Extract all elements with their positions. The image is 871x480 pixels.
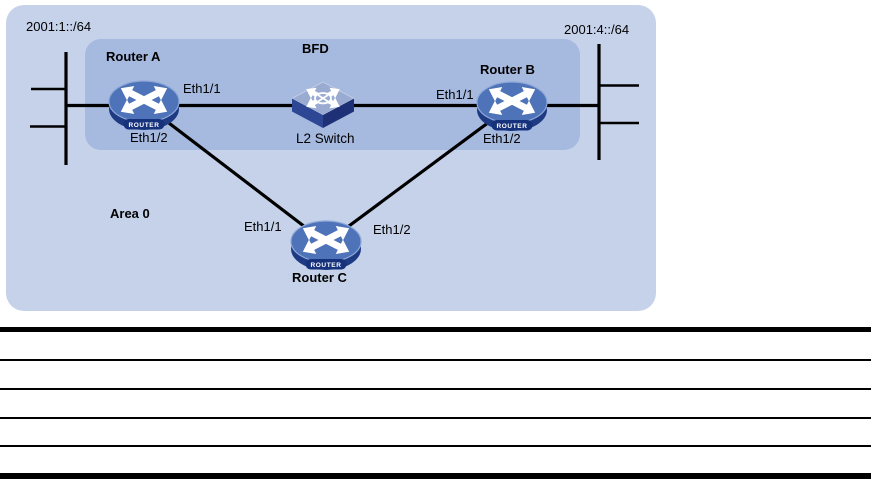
- table-bottom-border: [0, 473, 871, 479]
- area0-label: Area 0: [110, 206, 150, 221]
- router-c-eth12-label: Eth1/2: [373, 222, 411, 237]
- router-a-icon: [108, 80, 180, 131]
- router-a-label: Router A: [106, 49, 161, 64]
- router-a-eth11-label: Eth1/1: [183, 81, 221, 96]
- link-b-c: [325, 103, 513, 245]
- link-a-c: [143, 102, 327, 245]
- bfd-label: BFD: [302, 41, 329, 56]
- table-row-divider: [0, 388, 871, 390]
- router-b-eth12-label: Eth1/2: [483, 131, 521, 146]
- router-c-icon: [290, 220, 362, 271]
- router-b-icon: [476, 81, 548, 132]
- table-row-divider: [0, 359, 871, 361]
- router-a-eth12-label: Eth1/2: [130, 130, 168, 145]
- l2-switch-label: L2 Switch: [296, 131, 355, 146]
- router-c-eth11-label: Eth1/1: [244, 219, 282, 234]
- table-row-divider: [0, 445, 871, 447]
- table-row-divider: [0, 417, 871, 419]
- subnet-left-label: 2001:1::/64: [26, 19, 92, 34]
- router-c-label: Router C: [292, 270, 347, 285]
- l2-switch-icon: [291, 81, 355, 129]
- router-b-eth11-label: Eth1/1: [436, 87, 474, 102]
- router-b-label: Router B: [480, 62, 535, 77]
- subnet-right-label: 2001:4::/64: [564, 22, 630, 37]
- table-top-border: [0, 327, 871, 332]
